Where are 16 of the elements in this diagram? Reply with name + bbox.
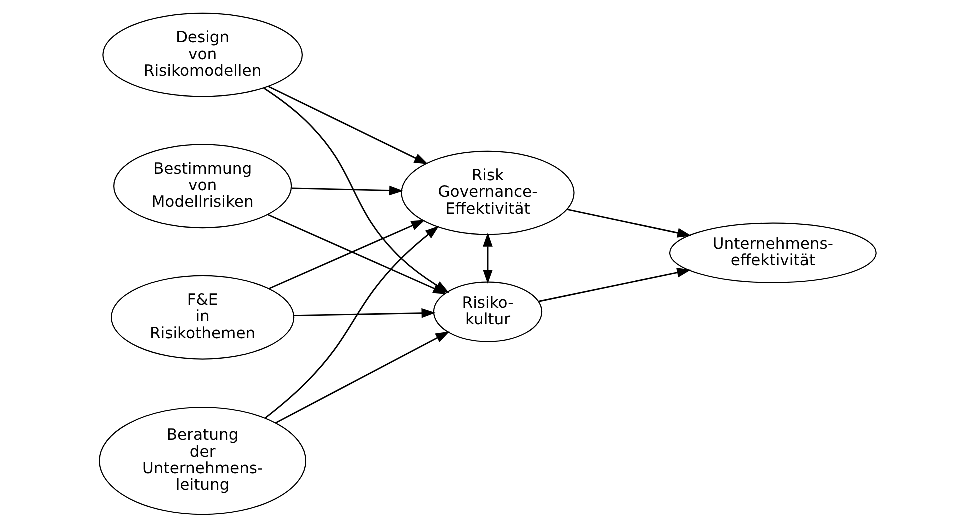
arrow: [267, 214, 447, 294]
arrow: [264, 226, 439, 418]
node-ellipse: Risk Governance- Effektivität: [400, 150, 574, 235]
node-ellipse: F&E in Risikothemen: [110, 274, 294, 360]
arrow: [268, 220, 425, 290]
node-ellipse: Design von Risikomodellen: [102, 12, 303, 97]
arrow: [274, 331, 450, 424]
arrow: [291, 185, 404, 196]
arrow: [482, 232, 492, 284]
arrow: [268, 85, 428, 164]
node-ellipse: Bestimmung von Modellrisiken: [113, 144, 292, 228]
arrow: [538, 268, 691, 302]
arrow: [294, 308, 436, 318]
node-ellipse: Unternehmens- effektivität: [668, 222, 876, 283]
node-ellipse: Beratung der Unternehmens- leitung: [98, 406, 306, 515]
arrow: [566, 208, 692, 238]
